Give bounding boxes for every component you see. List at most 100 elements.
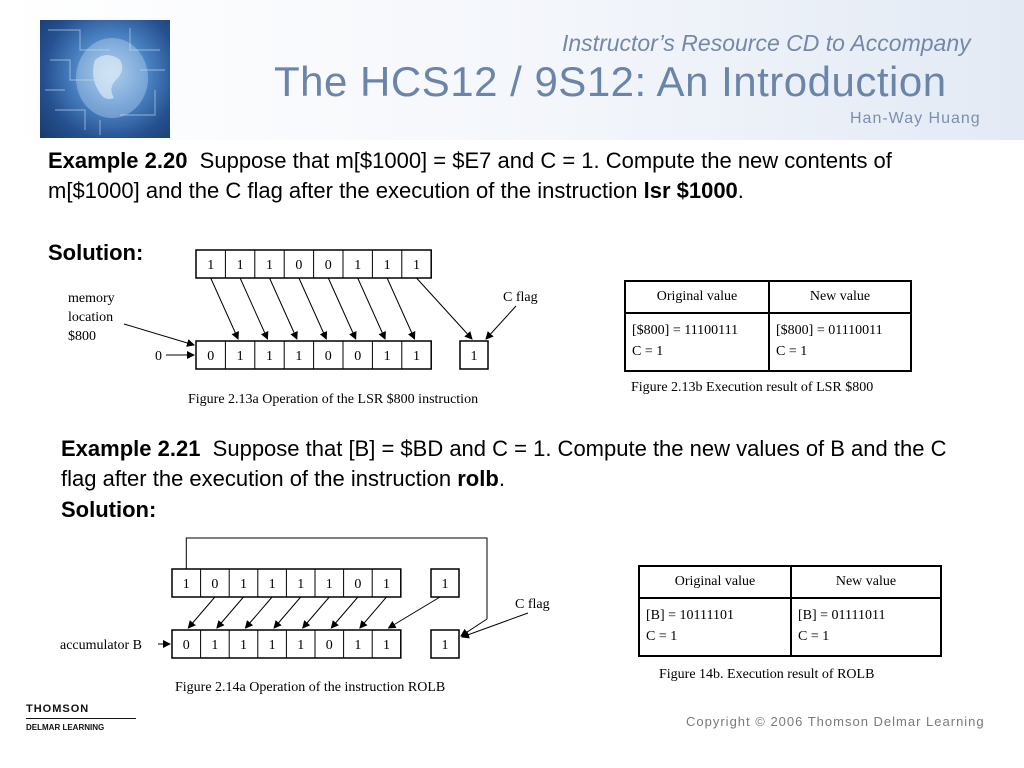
rol-bottom-bit-1: 1: [211, 638, 218, 653]
example1-period: .: [737, 178, 744, 203]
lsr-bottom-bit-6: 1: [384, 349, 391, 364]
rol-shift-arrow: [187, 596, 216, 629]
lsr-top-bit-3: 0: [295, 258, 302, 273]
lsr-carry-arrow: [416, 277, 473, 340]
rol-new-carry: C = 1: [798, 629, 830, 644]
rol-bottom-bit-6: 1: [354, 638, 361, 653]
rol-acc-label: accumulator B: [60, 638, 142, 653]
rol-header-original: Original value: [638, 565, 792, 599]
rol-shift-arrow: [273, 596, 302, 629]
lsr-memory-label-1: location: [68, 310, 113, 325]
lsr-top-bit-6: 1: [384, 258, 391, 273]
example2-label: Example 2.21: [61, 436, 201, 461]
example1-instruction: lsr $1000: [643, 178, 738, 203]
rol-top-bit-7: 1: [383, 577, 390, 592]
example2-text: Suppose that [B] = $BD and C = 1. Comput…: [61, 436, 947, 491]
rol-bottom-bit-4: 1: [297, 638, 304, 653]
rol-header-new: New value: [790, 565, 942, 599]
rol-shift-arrow: [216, 596, 244, 629]
lsr-cflag-pointer: [485, 305, 517, 340]
lsr-shift-in: 0: [155, 349, 162, 364]
rol-carry-top-value: 1: [442, 577, 449, 592]
example1-solution: Solution:: [48, 240, 144, 265]
lsr-header-new: New value: [768, 280, 912, 314]
lsr-shift-arrow: [239, 277, 269, 340]
rol-loop-arrow: [460, 618, 488, 637]
lsr-top-bit-2: 1: [266, 258, 273, 273]
rol-carry-bottom-box: [430, 629, 460, 659]
lsr-bottom-bit-7: 1: [413, 349, 420, 364]
publisher-divider: [26, 718, 136, 719]
publisher-logo: THOMSON DELMAR LEARNING: [26, 703, 141, 741]
rol-carry-top-box: [430, 568, 460, 598]
lsr-bottom-bit-3: 1: [295, 349, 302, 364]
lsr-carry-value: 1: [471, 349, 478, 364]
rol-bottom-bit-0: 0: [183, 638, 190, 653]
rol-top-bit-3: 1: [269, 577, 276, 592]
rol-table-caption: Figure 14b. Execution result of ROLB: [659, 667, 875, 682]
lsr-shift-arrow: [269, 277, 298, 340]
header-title: The HCS12 / 9S12: An Introduction: [274, 58, 947, 105]
lsr-shift-arrow: [210, 277, 239, 340]
rol-bottom-bit-7: 1: [383, 638, 390, 653]
copyright-text: Copyright © 2006 Thomson Delmar Learning: [686, 714, 985, 729]
rol-shift-arrow: [302, 596, 330, 629]
rol-bottom-bit-5: 0: [326, 638, 333, 653]
example2-period: .: [498, 466, 505, 491]
rol-carry-bottom-value: 1: [442, 638, 449, 653]
lsr-shift-arrow: [357, 277, 386, 340]
example2-paragraph: Example 2.21 Suppose that [B] = $BD and …: [61, 434, 981, 494]
rol-cflag-label: C flag: [515, 597, 550, 612]
rol-shift-arrow: [330, 596, 359, 629]
rol-new-value: [B] = 01111011: [798, 608, 886, 623]
rol-cflag-pointer: [461, 612, 529, 639]
lsr-top-bit-1: 1: [237, 258, 244, 273]
rol-top-bit-6: 0: [354, 577, 361, 592]
rol-top-bit-1: 0: [211, 577, 218, 592]
lsr-top-bit-0: 1: [207, 258, 214, 273]
lsr-bottom-bit-0: 0: [207, 349, 214, 364]
lsr-top-bit-7: 1: [413, 258, 420, 273]
lsr-carry-box: [459, 340, 489, 370]
publisher-subname: DELMAR LEARNING: [26, 723, 105, 732]
example1-paragraph: Example 2.20 Suppose that m[$1000] = $E7…: [48, 146, 928, 206]
lsr-cflag-label: C flag: [503, 290, 538, 305]
rol-original-cell: [B] = 10111101 C = 1: [638, 597, 792, 657]
rol-bottom-bit-3: 1: [269, 638, 276, 653]
rol-new-cell: [B] = 01111011 C = 1: [790, 597, 942, 657]
lsr-shift-arrow: [327, 277, 357, 340]
rol-original-value: [B] = 10111101: [646, 608, 734, 623]
rol-shift-arrow: [244, 596, 273, 629]
rol-shift-arrow: [359, 596, 387, 629]
lsr-table-caption: Figure 2.13b Execution result of LSR $80…: [631, 380, 874, 395]
lsr-result-table: Original value New value [$800] = 111001…: [624, 280, 912, 372]
lsr-header-original: Original value: [624, 280, 770, 314]
lsr-shift-arrow: [386, 277, 416, 340]
lsr-shift-arrow: [298, 277, 328, 340]
example1-label: Example 2.20: [48, 148, 188, 173]
lsr-top-bit-5: 1: [354, 258, 361, 273]
example2-solution: Solution:: [61, 497, 157, 522]
rol-top-bit-5: 1: [326, 577, 333, 592]
lsr-bottom-bit-2: 1: [266, 349, 273, 364]
header-author: Han-Way Huang: [850, 110, 981, 127]
rol-top-bit-2: 1: [240, 577, 247, 592]
rol-loop-line: [185, 537, 488, 619]
publisher-name: THOMSON: [26, 703, 90, 715]
rol-top-bit-0: 1: [183, 577, 190, 592]
example1-text: Suppose that m[$1000] = $E7 and C = 1. C…: [48, 148, 892, 203]
rol-bottom-bit-2: 1: [240, 638, 247, 653]
header-subtitle: Instructor’s Resource CD to Accompany: [562, 30, 971, 56]
lsr-memory-pointer: [123, 323, 195, 347]
lsr-top-bit-4: 0: [325, 258, 332, 273]
lsr-original-carry: C = 1: [632, 344, 664, 359]
lsr-bottom-bit-5: 0: [354, 349, 361, 364]
lsr-new-carry: C = 1: [776, 344, 808, 359]
rol-original-carry: C = 1: [646, 629, 678, 644]
rol-top-bit-4: 1: [297, 577, 304, 592]
lsr-bottom-bit-4: 0: [325, 349, 332, 364]
